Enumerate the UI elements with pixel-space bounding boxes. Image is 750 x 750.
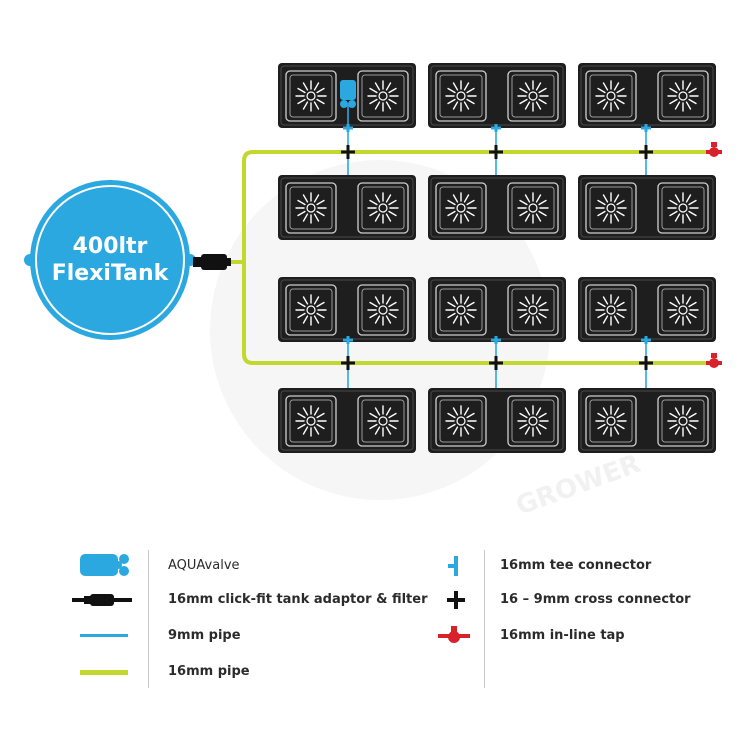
- grow-tray: [578, 388, 716, 453]
- tee-connector: [343, 336, 353, 344]
- pot: [507, 284, 559, 336]
- grow-tray: [278, 175, 416, 240]
- tank-adaptor-filter-icon: [72, 594, 132, 606]
- tray-grid: [278, 63, 716, 453]
- pot: [285, 70, 337, 122]
- cross-connector: [489, 145, 503, 159]
- legend-label-cross: 16 – 9mm cross connector: [500, 592, 691, 607]
- cross-connector: [341, 145, 355, 159]
- pot: [435, 182, 487, 234]
- tee-connector: [641, 336, 651, 344]
- pot: [507, 70, 559, 122]
- legend-item-tee: [444, 554, 468, 578]
- cross-connector: [489, 356, 503, 370]
- aquavalve-icon: [80, 554, 129, 576]
- grow-tray: [278, 388, 416, 453]
- pot: [285, 284, 337, 336]
- pot: [507, 395, 559, 447]
- grow-tray: [428, 388, 566, 453]
- pot: [357, 284, 409, 336]
- tee-connector: [641, 124, 651, 132]
- legend-label-tap: 16mm in-line tap: [500, 628, 625, 643]
- tee-connector-icon: [448, 556, 458, 576]
- aquavalve: [340, 80, 356, 108]
- pot: [357, 395, 409, 447]
- legend-label-pipe-9mm: 9mm pipe: [168, 628, 241, 643]
- grow-tray: [428, 277, 566, 342]
- legend-item-cross: [444, 588, 468, 612]
- legend-label-tee: 16mm tee connector: [500, 558, 652, 573]
- pipe-16mm-icon: [80, 670, 128, 675]
- legend-divider-right: [484, 550, 485, 688]
- pot: [435, 284, 487, 336]
- pipe-16mm-upper: [242, 150, 714, 260]
- filter-body: [201, 254, 227, 270]
- inline-tap: [706, 142, 722, 157]
- pot: [657, 395, 709, 447]
- legend-label-adaptor: 16mm click-fit tank adaptor & filter: [168, 592, 428, 607]
- grow-tray: [578, 277, 716, 342]
- grow-tray: [428, 175, 566, 240]
- grow-tray: [278, 277, 416, 342]
- cross-connector: [341, 356, 355, 370]
- watermark-text: GROWER: [512, 449, 644, 522]
- pot: [585, 70, 637, 122]
- tee-connector: [343, 124, 353, 132]
- legend-item-tap: [438, 624, 474, 648]
- tee-connector: [491, 124, 501, 132]
- legend: AQUAvalve 16mm click-fit tank adaptor & …: [0, 540, 750, 690]
- legend-item-pipe-9mm: [80, 624, 128, 648]
- pot: [585, 284, 637, 336]
- legend-label-pipe-16mm: 16mm pipe: [168, 664, 250, 679]
- flexitank: 400ltr FlexiTank: [24, 180, 196, 340]
- tee-connector: [491, 336, 501, 344]
- inline-tap-icon: [438, 626, 470, 643]
- pot: [435, 70, 487, 122]
- pot: [507, 182, 559, 234]
- cross-connector-icon: [447, 591, 465, 609]
- pipe-9mm-icon: [80, 634, 128, 637]
- grow-tray: [428, 63, 566, 128]
- pot: [357, 70, 409, 122]
- pipe-16mm-lower: [242, 256, 714, 365]
- pot: [285, 395, 337, 447]
- tank-label-line2: FlexiTank: [52, 261, 170, 286]
- tank-rim: [35, 185, 185, 335]
- grow-tray: [578, 175, 716, 240]
- irrigation-diagram: GROWER 400ltr FlexiTank: [24, 63, 722, 522]
- pot: [285, 182, 337, 234]
- legend-label-aquavalve: AQUAvalve: [168, 558, 240, 573]
- fittings: [340, 80, 722, 370]
- legend-item-aquavalve: [80, 554, 140, 578]
- tank-label-line1: 400ltr: [73, 234, 148, 259]
- inline-tap: [706, 353, 722, 368]
- legend-item-pipe-16mm: [80, 660, 128, 684]
- pot: [657, 70, 709, 122]
- cross-connector: [639, 145, 653, 159]
- pot: [585, 395, 637, 447]
- legend-divider-left: [148, 550, 149, 688]
- cross-connector: [639, 356, 653, 370]
- tank-body: [30, 180, 190, 340]
- pot: [357, 182, 409, 234]
- pot: [657, 284, 709, 336]
- grow-tray: [578, 63, 716, 128]
- legend-item-adaptor: [72, 588, 132, 612]
- pot: [435, 395, 487, 447]
- pot: [585, 182, 637, 234]
- tank-adaptor-filter: [193, 254, 231, 270]
- pot: [657, 182, 709, 234]
